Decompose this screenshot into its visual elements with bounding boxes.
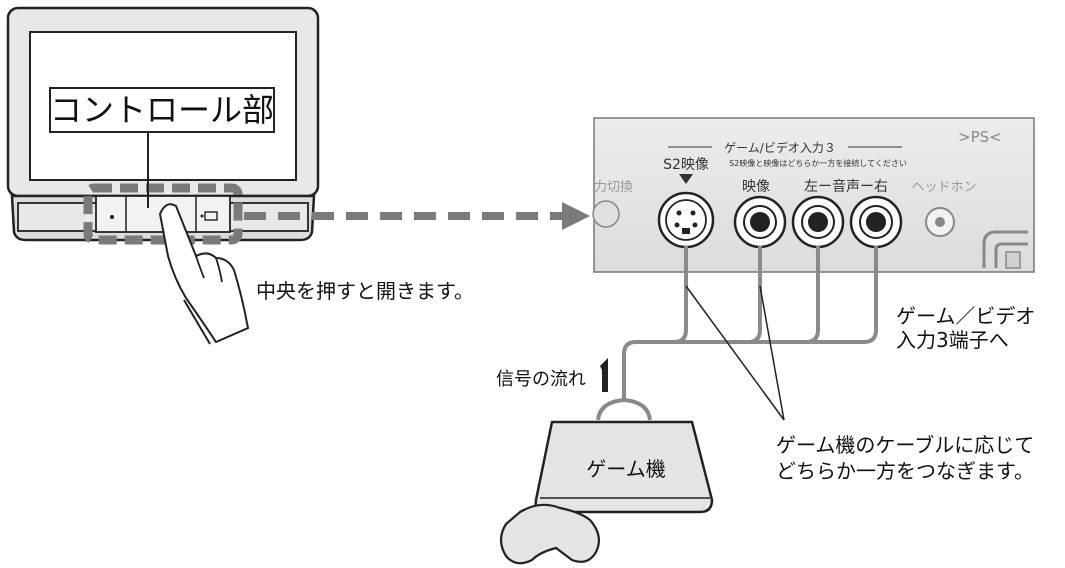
video-jack[interactable] <box>733 195 787 249</box>
door-notch-icon <box>204 211 218 221</box>
pointer-lines <box>685 285 785 421</box>
signal-flow-label: 信号の流れ <box>496 369 586 390</box>
audio-left-jack[interactable] <box>791 195 845 249</box>
headphone-jack[interactable] <box>925 207 955 237</box>
control-label-box <box>49 87 275 133</box>
controller-icon <box>499 503 601 565</box>
s2-note: S2映像と映像はどちらか一方を接続してください <box>729 158 907 168</box>
s2-video-label: S2映像 <box>663 157 709 173</box>
game-console: ゲーム機 <box>534 420 714 514</box>
television: コントロール部 <box>6 6 320 245</box>
arrowhead-icon <box>562 202 590 230</box>
control-label: コントロール部 <box>50 91 274 129</box>
audio-right-jack[interactable] <box>849 195 903 249</box>
choose-line2: どちらか一方をつなぎます。 <box>776 459 1034 483</box>
control-section-highlight <box>83 183 243 245</box>
cable-console <box>596 392 626 421</box>
terminal-note-line2: 入力3端子へ <box>896 328 1009 352</box>
headphone-label: ヘッドホン <box>911 180 976 195</box>
group-title: ゲーム/ビデオ入力３ <box>724 140 836 155</box>
console-label: ゲーム機 <box>586 457 665 481</box>
signal-flow-arrow-icon <box>600 358 608 392</box>
press-center-text: 中央を押すと開きます。 <box>256 279 474 303</box>
video-label: 映像 <box>742 179 770 195</box>
input-switch-button[interactable] <box>592 200 620 228</box>
input-panel: >PS< ゲーム/ビデオ入力３ S2映像 S2映像と映像はどちらか一方を接続して… <box>592 117 1035 273</box>
cables <box>596 246 878 421</box>
door-dot-icon <box>200 214 204 218</box>
s2-marker-icon <box>679 174 693 184</box>
input-switch-label: 力切換 <box>594 180 633 195</box>
ps-label: >PS< <box>958 128 1002 146</box>
pressing-hand-icon <box>158 203 250 345</box>
audio-label: 左ー音声ー右 <box>804 178 888 195</box>
terminal-note-line1: ゲーム／ビデオ <box>896 304 1035 328</box>
s2-video-jack[interactable] <box>657 191 715 249</box>
power-indicator-icon <box>110 215 114 219</box>
dashed-arrow <box>244 202 590 230</box>
choose-line1: ゲーム機のケーブルに応じて <box>776 433 1034 457</box>
panel-corner-detail <box>982 230 1028 268</box>
cable-audio-right <box>806 246 878 344</box>
